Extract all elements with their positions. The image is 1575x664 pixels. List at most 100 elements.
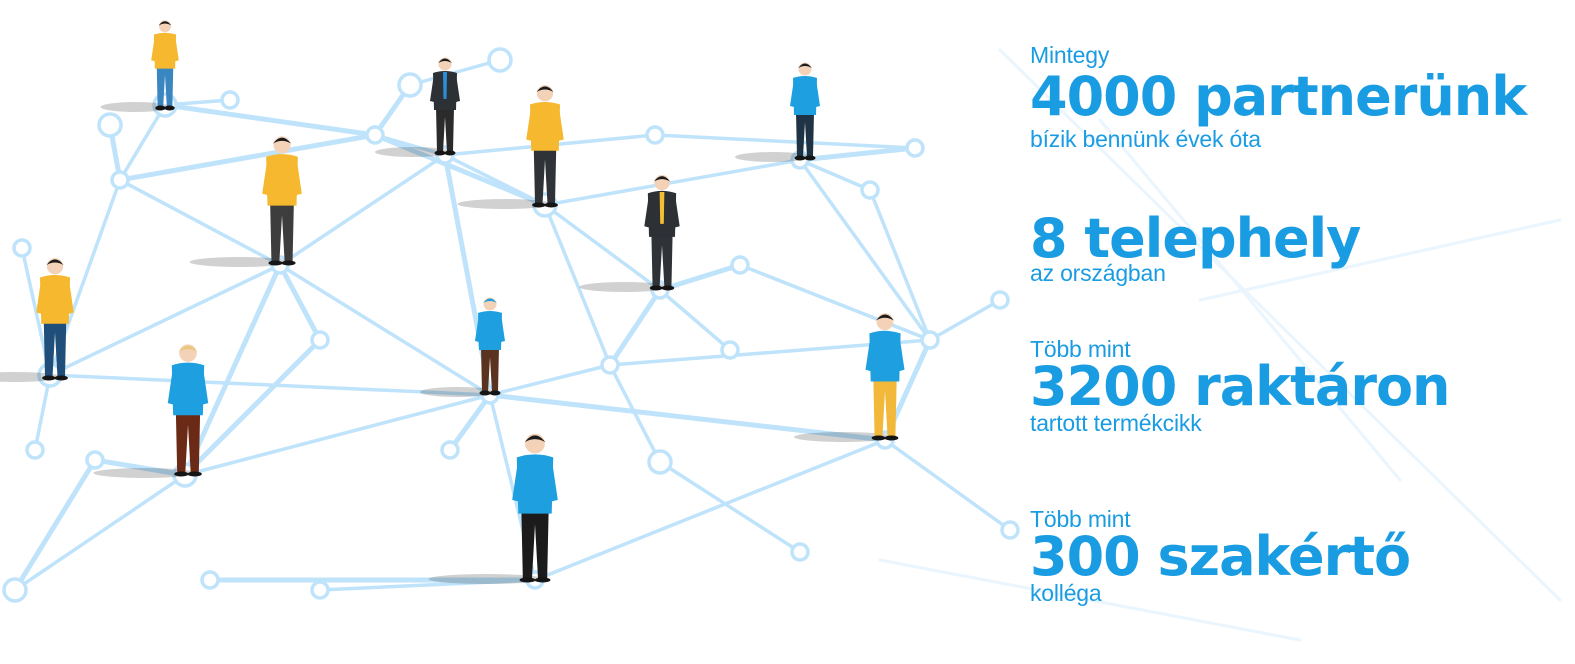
- person-shadow: [100, 102, 171, 112]
- network-line: [118, 103, 167, 182]
- stat-stock-lead: Több mint: [1030, 336, 1131, 362]
- network-line: [183, 393, 492, 477]
- network-line: [543, 203, 662, 292]
- network-line: [48, 263, 282, 377]
- network-line: [797, 145, 918, 163]
- person-figure: [790, 62, 820, 161]
- network-line-faint: [998, 48, 1562, 602]
- stat-partners: Mintegy 4000 partnerünk bízik bennünk év…: [1030, 42, 1527, 152]
- stat-sites: 8 telephely az országban: [1030, 207, 1361, 287]
- network-node: [310, 330, 330, 350]
- network-line: [653, 133, 917, 150]
- network-node: [110, 170, 130, 190]
- network-node: [440, 440, 460, 460]
- network-line: [12, 457, 98, 593]
- network-node: [920, 330, 940, 350]
- network-node: [85, 450, 105, 470]
- person-shadow: [457, 199, 553, 209]
- network-line: [92, 457, 188, 478]
- person-shadow: [420, 387, 496, 397]
- stat-partners-headline: 4000 partnerünk: [1030, 65, 1527, 128]
- person-shadow: [735, 152, 811, 162]
- network-node: [220, 90, 240, 110]
- network-line: [608, 363, 662, 464]
- stat-stock: Több mint 3200 raktáron tartott termékci…: [1030, 336, 1451, 436]
- network-line: [738, 263, 932, 342]
- network-line: [182, 337, 323, 478]
- person-figure: [167, 344, 209, 477]
- person-figure: [430, 57, 460, 156]
- stat-experts-headline: 300 szakértő: [1030, 525, 1411, 588]
- network-node: [487, 47, 513, 73]
- stat-stock-headline: 3200 raktáron: [1030, 355, 1451, 418]
- network-line: [607, 287, 663, 368]
- person-figure: [475, 297, 505, 396]
- network-node: [97, 112, 123, 138]
- person-figure: [262, 136, 302, 266]
- network-line: [162, 102, 378, 138]
- person-shadow: [189, 257, 290, 267]
- network-line: [798, 158, 932, 342]
- person-shadow: [93, 468, 197, 478]
- stat-sites-headline: 8 telephely: [1030, 207, 1361, 270]
- network-line: [543, 158, 802, 207]
- network-line: [118, 178, 282, 267]
- network-node: [860, 180, 880, 200]
- person-shadow: [794, 432, 893, 442]
- stat-experts: Több mint 300 szakértő kolléga: [1030, 506, 1411, 606]
- stat-partners-sub: bízik bennünk évek óta: [1030, 126, 1261, 152]
- stat-stock-sub: tartott termékcikk: [1030, 410, 1202, 436]
- network-node: [2, 577, 28, 603]
- network-line-faint: [878, 558, 1302, 642]
- network-line: [543, 203, 612, 367]
- network-line: [278, 153, 447, 267]
- network-node: [397, 72, 423, 98]
- network-line: [48, 373, 492, 397]
- network-line: [928, 298, 1002, 342]
- network-node: [310, 580, 330, 600]
- network-node: [720, 340, 740, 360]
- network-node: [990, 290, 1010, 310]
- people-group: [36, 20, 905, 583]
- stat-sites-sub: az országban: [1030, 260, 1166, 286]
- network-line: [868, 188, 932, 342]
- network-line: [488, 363, 612, 397]
- network-line: [13, 473, 187, 592]
- network-line: [117, 132, 378, 183]
- person-figure: [36, 258, 74, 381]
- network-node: [730, 255, 750, 275]
- network-node: [365, 125, 385, 145]
- person-figure: [526, 85, 564, 208]
- network-node: [790, 542, 810, 562]
- network-node: [645, 125, 665, 145]
- network-line: [658, 460, 802, 554]
- network-line: [278, 263, 492, 397]
- stats-panel: Mintegy 4000 partnerünk bízik bennünk év…: [1030, 0, 1570, 664]
- person-shadow: [428, 574, 545, 584]
- network-line-faint: [1198, 218, 1562, 302]
- network-line: [447, 392, 493, 453]
- network-line: [658, 288, 732, 352]
- person-figure: [644, 174, 680, 291]
- network-line: [487, 392, 888, 443]
- person-figure: [151, 20, 179, 111]
- stat-experts-sub: kolléga: [1030, 580, 1102, 606]
- network-line: [798, 158, 872, 192]
- person-shadow: [579, 282, 670, 292]
- network-line: [533, 438, 887, 582]
- network-node: [647, 449, 673, 475]
- network-line: [883, 438, 1012, 532]
- person-figure: [512, 433, 558, 583]
- network-node: [905, 138, 925, 158]
- network-line: [657, 262, 743, 293]
- network-lines: [12, 48, 1562, 642]
- person-shadow: [375, 147, 451, 157]
- stat-experts-lead: Több mint: [1030, 506, 1131, 532]
- network-line-faint: [1098, 118, 1402, 482]
- network-line: [277, 262, 323, 343]
- network-node: [200, 570, 220, 590]
- network-node: [1000, 520, 1020, 540]
- network-line: [182, 262, 283, 478]
- network-node: [600, 355, 620, 375]
